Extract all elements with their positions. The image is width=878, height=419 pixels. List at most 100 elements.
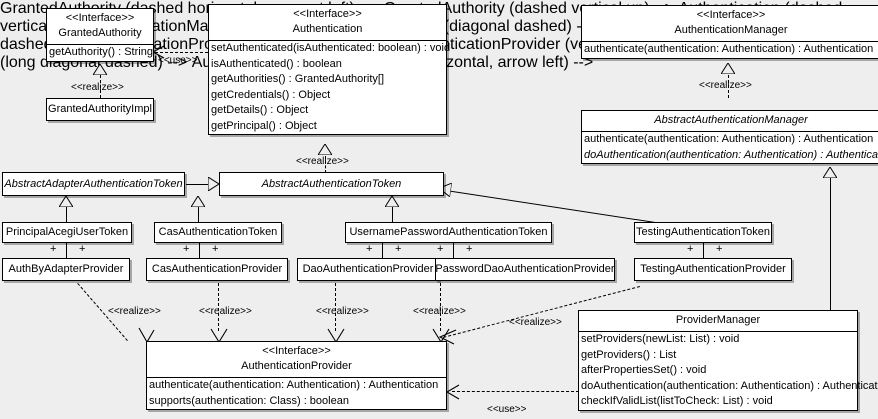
class-abstract-authentication-manager[interactable]: AbstractAuthenticationManager authentica… bbox=[581, 110, 878, 164]
class-cas-authentication-token[interactable]: CasAuthenticationToken bbox=[154, 222, 282, 243]
operation-row: authenticate(authentication: Authenticat… bbox=[584, 43, 874, 55]
triangle-realize-authentication-manager bbox=[721, 63, 735, 74]
connector-association-upw-token-passworddao-provider bbox=[453, 242, 454, 258]
connector-label-realize-authentication: <<realize>> bbox=[296, 156, 349, 167]
class-granted-authority-impl[interactable]: GrantedAuthorityImpl bbox=[46, 98, 154, 121]
multiplicity-plus: + bbox=[79, 243, 86, 255]
connector-generalization-testing-token bbox=[445, 190, 672, 226]
operation-row: afterPropertiesSet() : void bbox=[581, 364, 707, 376]
arrowhead-open-realize-testing bbox=[438, 329, 457, 345]
connector-generalization-provider-manager bbox=[830, 178, 831, 310]
triangle-generalization-abstract-auth-token-right bbox=[208, 177, 219, 191]
class-cas-authentication-provider[interactable]: CasAuthenticationProvider bbox=[146, 258, 288, 281]
class-granted-authority[interactable]: <<Interface>> GrantedAuthority getAuthor… bbox=[46, 8, 154, 62]
class-name: AbstractAuthenticationToken bbox=[261, 177, 402, 190]
class-name: AuthenticationManager bbox=[674, 24, 788, 36]
class-name: AuthByAdapterProvider bbox=[8, 263, 124, 275]
class-name: AbstractAuthenticationManager bbox=[654, 114, 808, 126]
class-auth-by-adapter-provider[interactable]: AuthByAdapterProvider bbox=[2, 258, 130, 281]
operation-row: setProviders(newList: List) : void bbox=[581, 333, 740, 345]
connector-generalization-cas-token bbox=[198, 207, 199, 222]
operations-compartment: setAuthenticated(isAuthenticated: boolea… bbox=[209, 41, 450, 134]
connector-generalization-principal-token bbox=[66, 207, 67, 222]
connector-label-realize-testing: <<realize>> bbox=[509, 317, 562, 328]
connector-realize-cas-provider bbox=[218, 283, 219, 331]
class-authentication[interactable]: <<Interface>> Authentication setAuthenti… bbox=[208, 4, 450, 135]
class-name: TestingAuthenticationProvider bbox=[640, 263, 786, 275]
operation-row: getAuthority() : String bbox=[49, 46, 153, 58]
class-name: AuthenticationProvider bbox=[241, 360, 352, 372]
connector-generalization-adapter-token bbox=[186, 184, 211, 185]
class-header: <<Interface>> Authentication bbox=[209, 5, 446, 40]
compartment-separator bbox=[209, 40, 446, 41]
class-username-password-authentication-token[interactable]: UsernamePasswordAuthenticationToken bbox=[345, 222, 552, 243]
class-header: <<Interface>> AuthenticationProvider bbox=[147, 342, 446, 377]
class-name: TestingAuthenticationToken bbox=[636, 226, 770, 238]
multiplicity-plus: + bbox=[183, 243, 190, 255]
operation-row: getDetails() : Object bbox=[211, 104, 309, 116]
class-name: DaoAuthenticationProvider bbox=[302, 263, 434, 275]
connector-label-realize-granted-authority-impl: <<realize>> bbox=[71, 82, 124, 93]
operation-row: authenticate(authentication: Authenticat… bbox=[584, 133, 874, 145]
compartment-separator bbox=[582, 41, 878, 42]
triangle-realize-granted-authority bbox=[93, 64, 107, 75]
connector-label-use-granted-authority: <<use>> bbox=[158, 55, 198, 66]
class-password-dao-authentication-provider[interactable]: PasswordDaoAuthenticationProvider bbox=[435, 258, 615, 281]
class-testing-authentication-provider[interactable]: TestingAuthenticationProvider bbox=[634, 258, 792, 281]
multiplicity-plus: + bbox=[716, 243, 723, 255]
multiplicity-plus: + bbox=[366, 243, 373, 255]
connector-use-provider-manager bbox=[452, 391, 579, 392]
class-authentication-manager[interactable]: <<Interface>> AuthenticationManager auth… bbox=[581, 5, 878, 59]
class-name: UsernamePasswordAuthenticationToken bbox=[349, 226, 548, 238]
class-name: AbstractAdapterAuthenticationToken bbox=[4, 177, 183, 190]
triangle-realize-authentication bbox=[318, 144, 332, 155]
triangle-generalization-abstract-auth-manager bbox=[823, 167, 837, 178]
class-name: ProviderManager bbox=[675, 314, 761, 326]
class-name: CasAuthenticationToken bbox=[158, 226, 278, 238]
connector-label-realize-cas: <<realize>> bbox=[199, 306, 252, 317]
class-header: AbstractAuthenticationManager bbox=[582, 111, 878, 131]
arrowhead-open-left-use-provider-manager bbox=[445, 384, 460, 400]
class-provider-manager[interactable]: ProviderManager setProviders(newList: Li… bbox=[578, 310, 878, 411]
class-principal-acegi-user-token[interactable]: PrincipalAcegiUserToken bbox=[2, 222, 132, 243]
triangle-generalization-abstract-token-upw bbox=[385, 196, 399, 207]
connector-association-upw-token-dao-provider bbox=[382, 242, 383, 258]
operation-row: isAuthenticated() : boolean bbox=[211, 57, 342, 70]
connector-label-use-provider-manager: <<use>> bbox=[487, 404, 527, 415]
operation-row: getAuthorities() : GrantedAuthority[] bbox=[211, 73, 385, 85]
operation-row: authenticate(authentication: Authenticat… bbox=[149, 379, 439, 391]
class-testing-authentication-token[interactable]: TestingAuthenticationToken bbox=[634, 222, 772, 243]
class-abstract-authentication-token[interactable]: AbstractAuthenticationToken bbox=[219, 172, 444, 196]
triangle-generalization-abstract-token-cas bbox=[191, 196, 205, 207]
connector-generalization-username-password-token bbox=[392, 207, 393, 222]
class-abstract-adapter-authentication-token[interactable]: AbstractAdapterAuthenticationToken bbox=[2, 172, 185, 196]
class-name: PrincipalAcegiUserToken bbox=[5, 226, 129, 238]
class-header: ProviderManager bbox=[579, 311, 857, 331]
connector-realize-abstract-auth-token bbox=[325, 156, 326, 173]
connector-label-realize-auth-manager: <<realize>> bbox=[699, 80, 752, 91]
stereotype-label: <<Interface>> bbox=[293, 8, 362, 20]
stereotype-label: <<Interface>> bbox=[696, 9, 766, 21]
connector-association-cas-token-provider bbox=[199, 242, 200, 258]
class-name: Authentication bbox=[292, 23, 363, 35]
class-name: CasAuthenticationProvider bbox=[151, 263, 283, 275]
multiplicity-plus: + bbox=[395, 243, 402, 255]
operations-compartment: authenticate(authentication: Authenticat… bbox=[582, 42, 878, 58]
connector-realize-dao-provider bbox=[335, 283, 336, 331]
operation-row: supports(authentication: Class) : boolea… bbox=[149, 394, 349, 407]
connector-label-realize-authbyadapter: <<realize>> bbox=[108, 306, 161, 317]
connector-realize-granted-authority-impl bbox=[100, 70, 101, 98]
operation-row: checkIfValidList(listToCheck: List) : vo… bbox=[581, 395, 773, 407]
multiplicity-plus: + bbox=[687, 243, 694, 255]
operations-compartment: getAuthority() : String bbox=[47, 45, 153, 61]
multiplicity-plus: + bbox=[50, 243, 57, 255]
connector-use-authentication-granted-authority bbox=[155, 52, 208, 53]
operations-compartment: authenticate(authentication: Authenticat… bbox=[582, 132, 878, 163]
compartment-separator bbox=[147, 377, 446, 378]
connector-realize-abstract-auth-manager bbox=[728, 70, 729, 98]
class-dao-authentication-provider[interactable]: DaoAuthenticationProvider bbox=[297, 258, 439, 281]
class-header: <<Interface>> GrantedAuthority bbox=[47, 9, 153, 44]
class-header: <<Interface>> AuthenticationManager bbox=[582, 6, 878, 41]
class-authentication-provider[interactable]: <<Interface>> AuthenticationProvider aut… bbox=[146, 341, 447, 410]
compartment-separator bbox=[579, 331, 857, 332]
